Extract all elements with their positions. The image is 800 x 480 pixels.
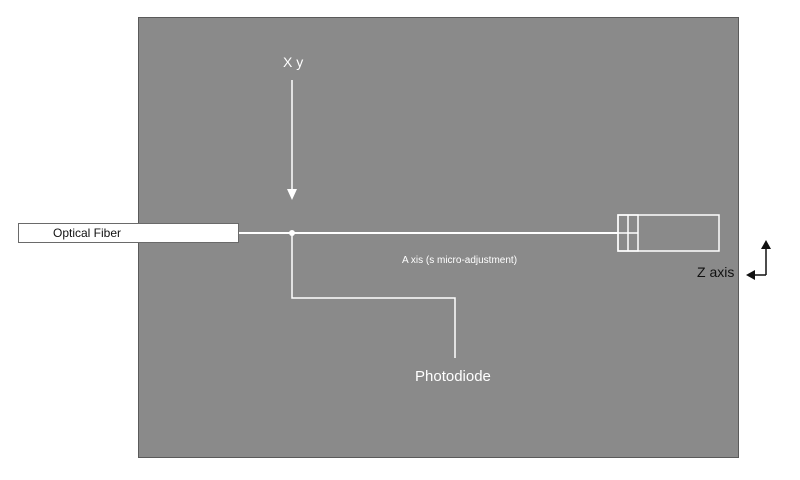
- photodiode-connector: [291, 233, 456, 358]
- xy-arrowhead: [287, 189, 297, 200]
- optical-fiber-label: Optical Fiber: [53, 226, 122, 240]
- z-axis-arrows-icon: [746, 240, 771, 280]
- photodiode-label: Photodiode: [415, 368, 491, 385]
- optical-fiber-box: Optical Fiber: [18, 223, 239, 243]
- z-axis-label: Z axis: [697, 264, 735, 280]
- a-axis-label: A xis (s micro-adjustment): [402, 255, 518, 266]
- actuator-cylinder: [617, 214, 720, 252]
- xy-axis-label: X y: [283, 54, 304, 70]
